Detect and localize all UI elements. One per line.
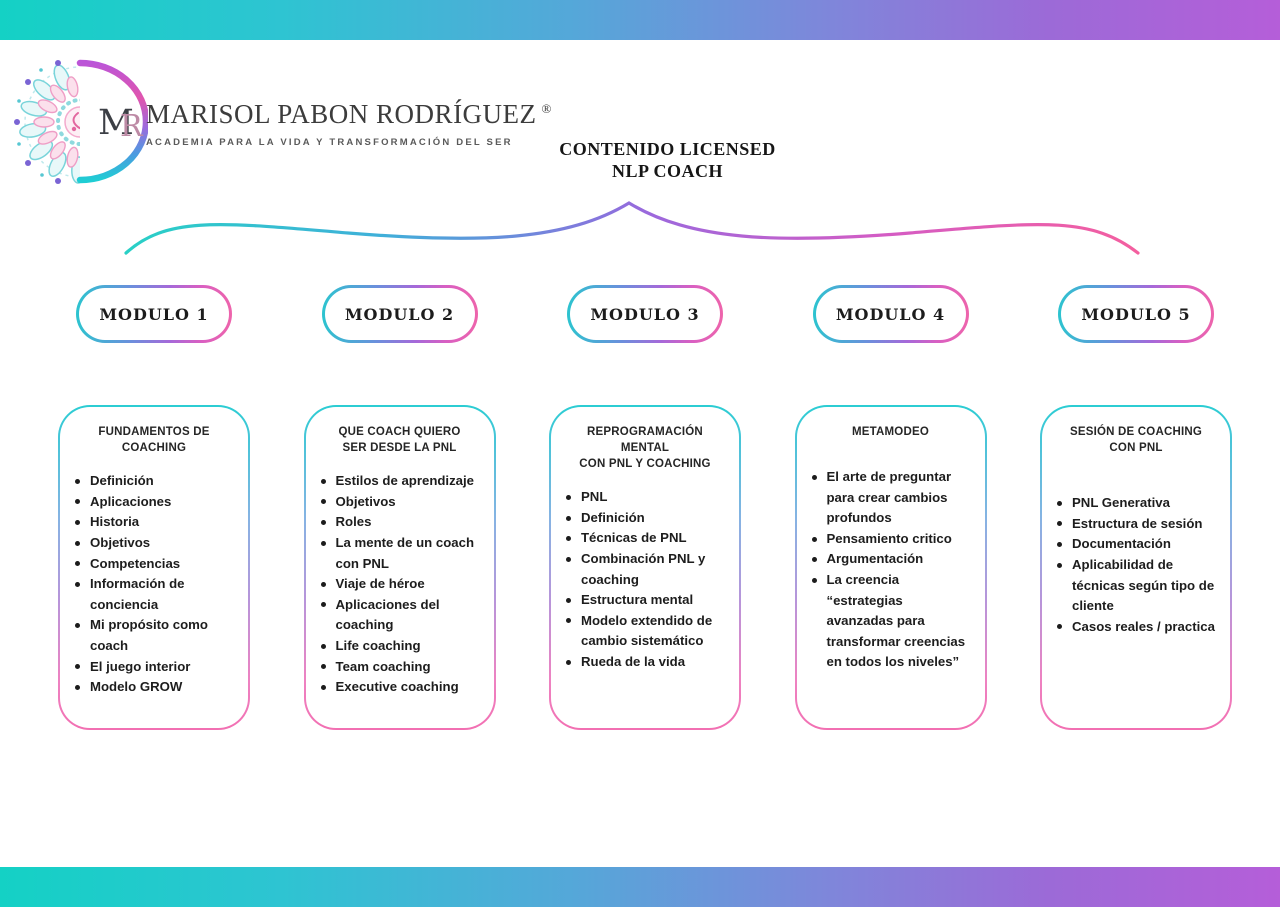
list-item: Aplicaciones <box>74 492 236 513</box>
list-item: Casos reales / practica <box>1056 617 1218 638</box>
card-title-line: SESIÓN DE COACHING <box>1069 426 1203 438</box>
list-item: Viaje de héroe <box>320 574 482 595</box>
list-item: Estructura de sesión <box>1056 514 1218 535</box>
list-item: Aplicaciones del coaching <box>320 595 482 636</box>
list-item: Life coaching <box>320 636 482 657</box>
module-items: El arte de preguntar para crear cambios … <box>809 467 973 673</box>
module-card-2: QUE COACH QUIERO SER DESDE LA PNL Estilo… <box>303 405 496 730</box>
list-item: Modelo extendido de cambio sistemático <box>565 611 727 652</box>
list-item: Objetivos <box>320 492 482 513</box>
list-item: Rueda de la vida <box>565 652 727 673</box>
monogram-letter-r: R <box>120 109 144 144</box>
list-item: Estilos de aprendizaje <box>320 471 482 492</box>
module-pill-label: MODULO 3 <box>570 288 720 340</box>
list-item: Team coaching <box>320 657 482 678</box>
list-item: Pensamiento critico <box>811 529 973 550</box>
brand-header: MARISOL PABON RODRÍGUEZ ® ACADEMIA PARA L… <box>146 99 552 148</box>
list-item: La creencia “estrategias avanzadas para … <box>811 570 973 673</box>
list-item: El arte de preguntar para crear cambios … <box>811 467 973 529</box>
mandala-decoration <box>14 60 80 184</box>
module-pill-label: MODULO 2 <box>324 288 475 340</box>
card-title: FUNDAMENTOS DE COACHING <box>72 424 236 456</box>
module-pill-label: MODULO 1 <box>79 288 229 340</box>
module-card-3: REPROGRAMACIÓN MENTAL CON PNL Y COACHING… <box>549 405 741 730</box>
module-pill-label: MODULO 5 <box>1061 288 1211 340</box>
module-pill-1: MODULO 1 <box>76 285 232 343</box>
card-title: METAMODEO <box>809 424 973 440</box>
list-item: Mi propósito como coach <box>74 615 236 656</box>
card-title: SESIÓN DE COACHING CON PNL <box>1054 424 1218 456</box>
brand-name: MARISOL PABON RODRÍGUEZ ® <box>146 99 552 130</box>
list-item: Técnicas de PNL <box>565 528 727 549</box>
registered-mark: ® <box>541 101 552 116</box>
list-item: Argumentación <box>811 549 973 570</box>
list-item: Información de conciencia <box>74 574 236 615</box>
module-pill-2: MODULO 2 <box>321 285 478 343</box>
list-item: La mente de un coach con PNL <box>320 533 482 574</box>
list-item: Combinación PNL y coaching <box>565 549 727 590</box>
module-pill-4: MODULO 4 <box>812 285 969 343</box>
page-title: CONTENIDO LICENSED NLP COACH <box>485 139 850 183</box>
card-title-line: CON PNL Y COACHING <box>579 458 711 471</box>
card-title: REPROGRAMACIÓN MENTAL CON PNL Y COACHING <box>563 424 727 472</box>
module-pill-label: MODULO 4 <box>815 288 966 340</box>
brand-name-text: MARISOL PABON RODRÍGUEZ <box>146 99 537 129</box>
brace-connector <box>124 201 1140 255</box>
list-item: Historia <box>74 512 236 533</box>
list-item: Estructura mental <box>565 590 727 611</box>
page-title-line1: CONTENIDO LICENSED <box>559 139 776 159</box>
brand-tagline: ACADEMIA PARA LA VIDA Y TRANSFORMACIÓN D… <box>146 137 513 148</box>
top-gradient-bar <box>0 0 1280 40</box>
card-title: QUE COACH QUIERO SER DESDE LA PNL <box>318 424 482 456</box>
module-pill-5: MODULO 5 <box>1058 285 1214 343</box>
card-title-line: SER DESDE LA PNL <box>342 442 457 455</box>
monogram-letter-m: M <box>98 103 134 143</box>
list-item: Objetivos <box>74 533 236 554</box>
brand-logo-mandala-icon: M R <box>14 59 148 184</box>
list-item: El juego interior <box>74 657 236 678</box>
page-title-line2: NLP COACH <box>611 160 723 181</box>
list-item: PNL <box>565 487 727 508</box>
list-item: Competencias <box>74 554 236 575</box>
card-title-line: REPROGRAMACIÓN MENTAL <box>587 426 703 455</box>
list-item: Definición <box>565 508 727 529</box>
card-title-line: CON PNL <box>1109 442 1163 455</box>
module-pills-row: MODULO 1 MODULO 2 MODULO 3 MODULO 4 MODU… <box>58 285 1232 343</box>
bottom-gradient-bar <box>0 867 1280 907</box>
module-card-5: SESIÓN DE COACHING CON PNL PNL Generativ… <box>1040 405 1232 730</box>
monogram-d-arc <box>76 59 148 184</box>
card-title-line: FUNDAMENTOS DE <box>98 426 210 438</box>
list-item: Documentación <box>1056 534 1218 555</box>
card-title-line: METAMODEO <box>852 426 929 438</box>
list-item: PNL Generativa <box>1056 493 1218 514</box>
list-item: Modelo GROW <box>74 677 236 698</box>
list-item: Roles <box>320 512 482 533</box>
list-item: Executive coaching <box>320 677 482 698</box>
card-title-line: COACHING <box>121 442 187 455</box>
module-card-4: METAMODEO El arte de preguntar para crea… <box>794 405 987 730</box>
card-title-line: QUE COACH QUIERO <box>338 426 461 438</box>
list-item: Definición <box>74 471 236 492</box>
list-item: Aplicabilidad de técnicas según tipo de … <box>1056 555 1218 617</box>
module-pill-3: MODULO 3 <box>567 285 723 343</box>
